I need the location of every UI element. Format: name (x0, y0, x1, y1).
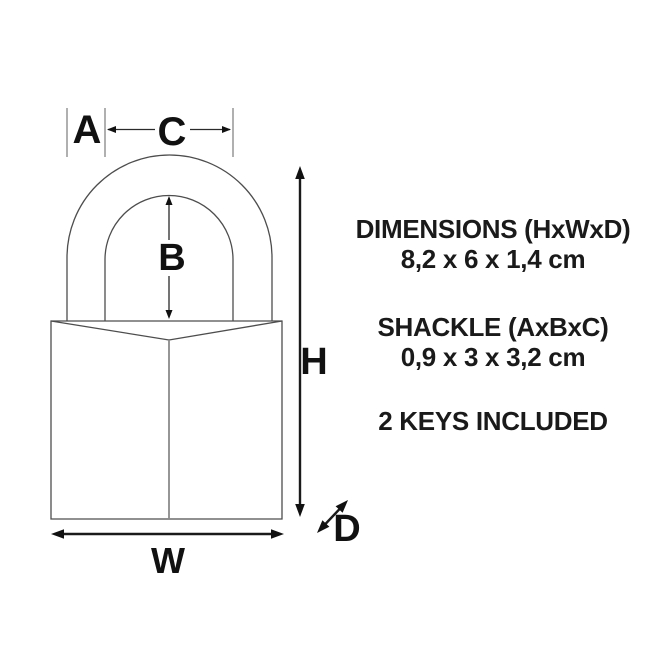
arrowhead-diagonal-icon (317, 520, 330, 533)
label-height-h: H (300, 341, 327, 383)
lock-body (50, 320, 283, 520)
arrowhead-left-icon (51, 529, 64, 539)
arrowhead-down-icon (295, 504, 305, 517)
arrowhead-diagonal-icon (335, 500, 348, 513)
shackle-inner-outline (104, 194, 234, 321)
shackle-outer-outline (66, 154, 273, 321)
arrowhead-right-icon (222, 126, 231, 133)
shackle-value: 0,9 x 3 x 3,2 cm (400, 342, 586, 372)
keys-included-note: 2 KEYS INCLUDED (378, 406, 608, 436)
arrowhead-right-icon (271, 529, 284, 539)
label-width-w: W (151, 540, 185, 581)
shackle-heading: SHACKLE (AxBxC) (377, 312, 609, 342)
arrowhead-down-icon (165, 310, 173, 319)
dim-d-line (323, 506, 342, 527)
dimensions-value: 8,2 x 6 x 1,4 cm (400, 244, 586, 274)
arrowhead-up-icon (165, 196, 173, 205)
label-shackle-thickness-a: A (73, 108, 102, 152)
arrowhead-up-icon (295, 166, 305, 179)
label-depth-d: D (333, 508, 360, 550)
label-shackle-height-b: B (158, 237, 185, 279)
spec-text-block: DIMENSIONS (HxWxD) 8,2 x 6 x 1,4 cm SHAC… (337, 214, 649, 436)
arrowhead-left-icon (107, 126, 116, 133)
dimensions-heading: DIMENSIONS (HxWxD) (355, 214, 631, 244)
label-shackle-width-c: C (158, 110, 187, 154)
